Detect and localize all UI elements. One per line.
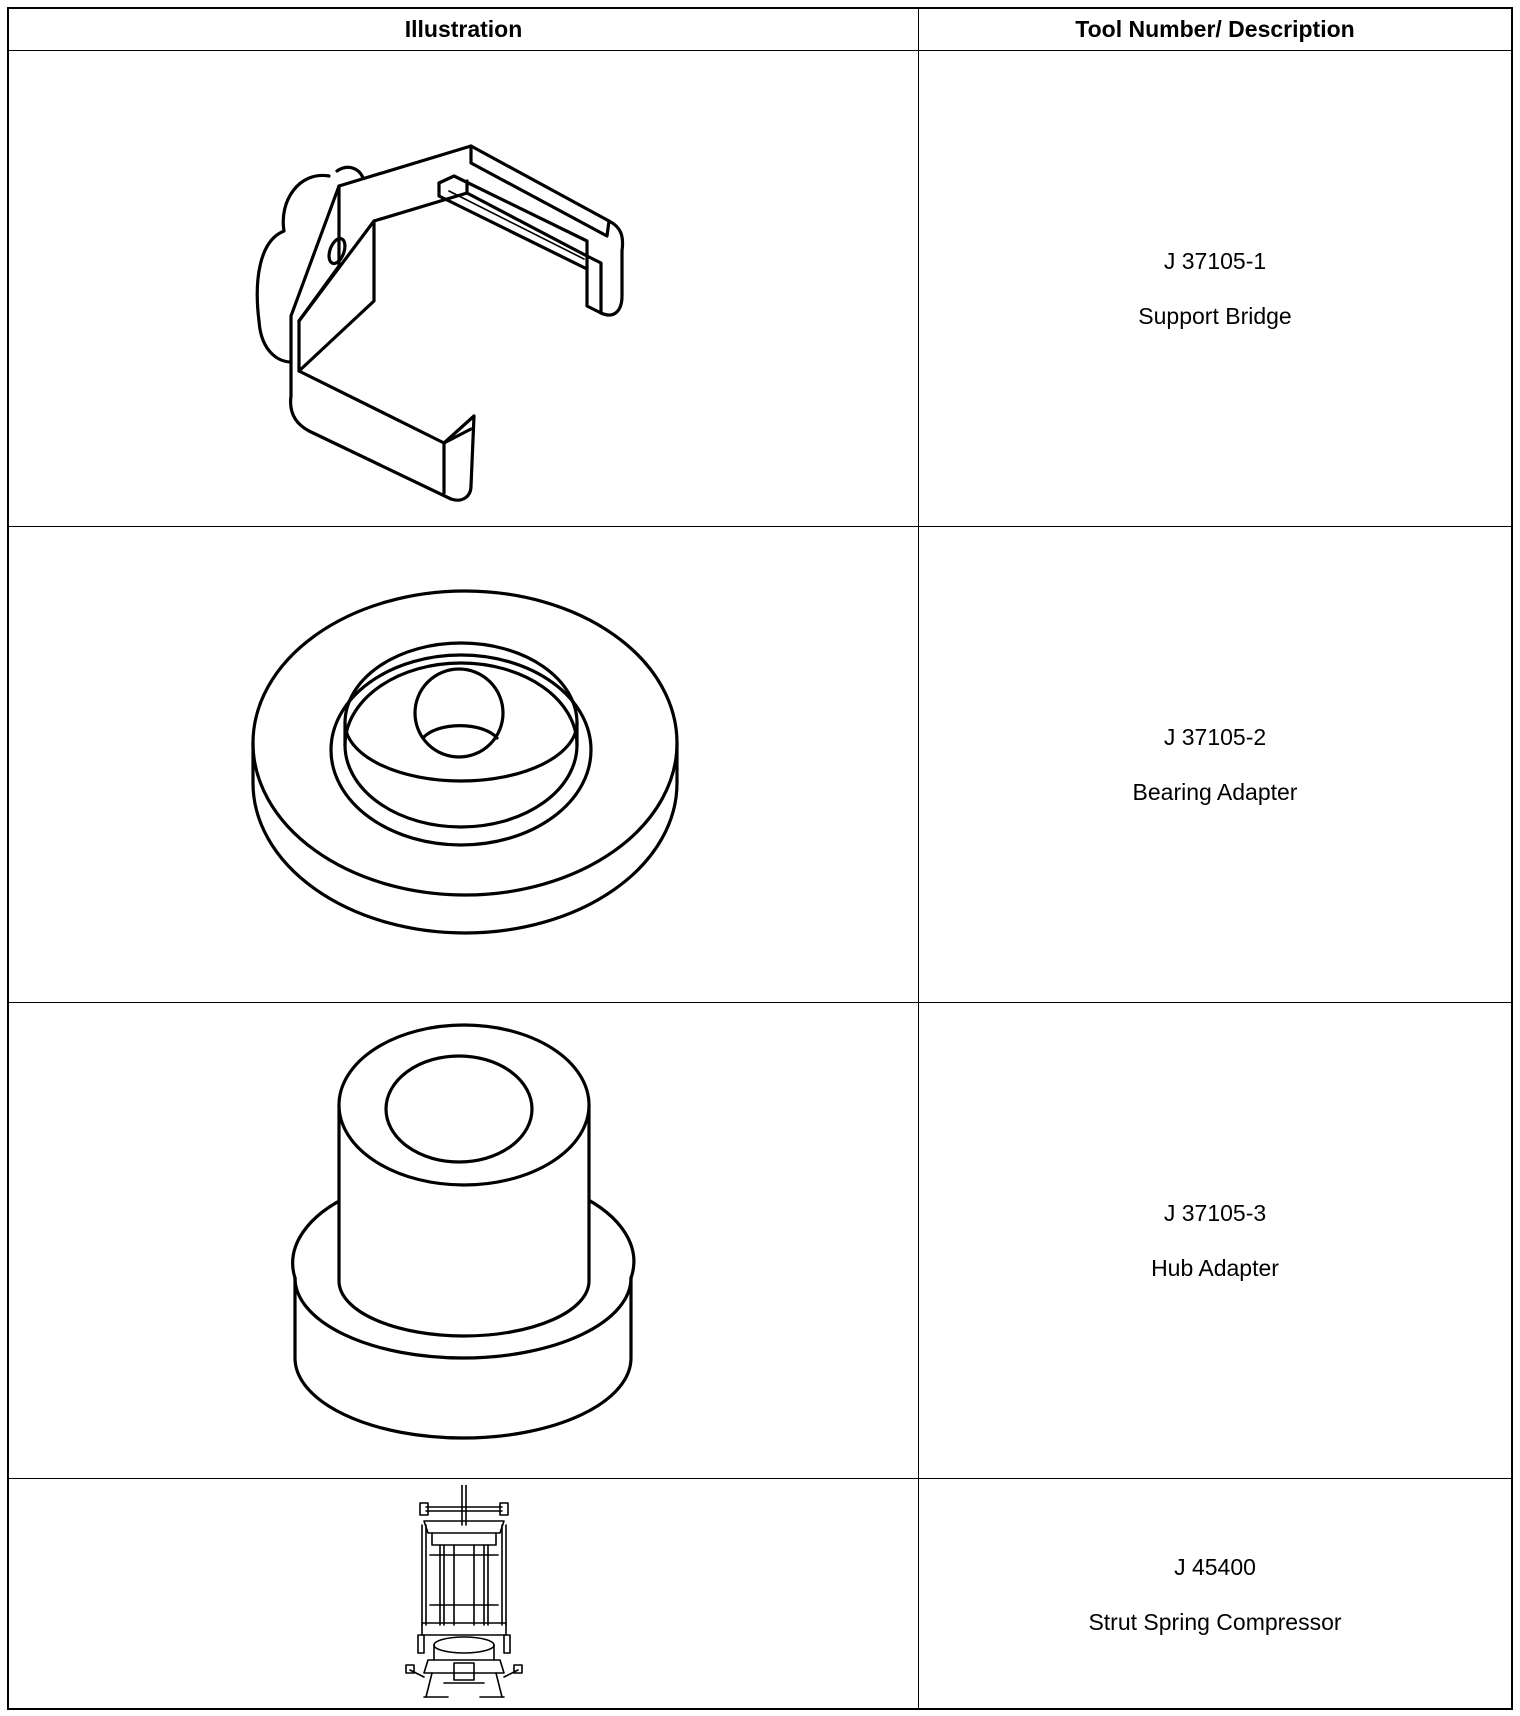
column-divider (918, 9, 919, 1708)
tool-number: J 37105-3 (1163, 1200, 1267, 1226)
tool-number: J 37105-1 (1163, 248, 1267, 274)
tool-name: Support Bridge (1138, 303, 1292, 329)
row-divider (9, 1002, 1511, 1003)
support-bridge-icon (255, 144, 625, 502)
special-tools-table: Illustration Tool Number/ Description (7, 7, 1513, 1710)
illustration-cell (9, 1003, 918, 1478)
table-header: Illustration Tool Number/ Description (9, 9, 1511, 50)
tool-number: J 45400 (1174, 1554, 1256, 1580)
tool-description-cell: J 37105-2 Bearing Adapter (919, 527, 1511, 1002)
tool-description-cell: J 45400 Strut Spring Compressor (919, 1479, 1511, 1710)
bearing-adapter-icon (251, 589, 679, 935)
tool-description-cell: J 37105-1 Support Bridge (919, 51, 1511, 526)
row-divider (9, 526, 1511, 527)
table-row: J 45400 Strut Spring Compressor (9, 1479, 1511, 1710)
header-illustration: Illustration (404, 16, 523, 42)
illustration-cell (9, 51, 918, 526)
tool-description-cell: J 37105-3 Hub Adapter (919, 1003, 1511, 1478)
table-row: J 37105-2 Bearing Adapter (9, 527, 1511, 1002)
hub-adapter-icon (291, 1023, 636, 1440)
row-divider (9, 1478, 1511, 1479)
illustration-cell (9, 527, 918, 1002)
illustration-cell (9, 1479, 918, 1710)
tool-name: Bearing Adapter (1132, 779, 1298, 805)
table-row: J 37105-3 Hub Adapter (9, 1003, 1511, 1478)
strut-spring-compressor-icon (405, 1485, 523, 1698)
row-divider (9, 50, 1511, 51)
table-row: J 37105-1 Support Bridge (9, 51, 1511, 526)
tool-name: Hub Adapter (1151, 1255, 1279, 1281)
tool-name: Strut Spring Compressor (1088, 1609, 1342, 1635)
tool-number: J 37105-2 (1163, 724, 1267, 750)
header-tool-description: Tool Number/ Description (1075, 16, 1355, 42)
